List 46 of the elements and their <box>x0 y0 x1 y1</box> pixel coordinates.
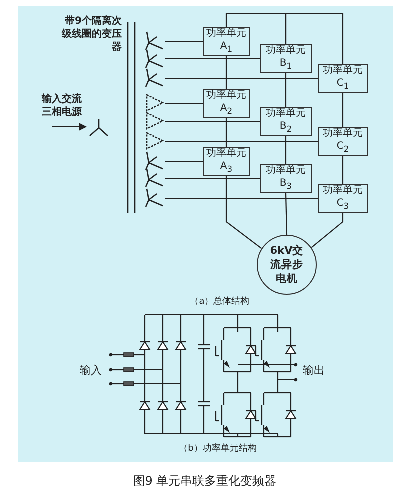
star-winding-symbol <box>145 49 164 69</box>
connector-line <box>285 136 287 164</box>
figure-caption: 图9 单元串联多重化变频器 <box>132 475 278 488</box>
power-unit-box: 功率单元 B$_{2}$ <box>260 107 312 136</box>
connector-line <box>226 56 228 89</box>
figure-subcaption: （b）功率单元结构 <box>178 443 258 456</box>
connector-line <box>342 93 344 127</box>
connector-line <box>165 160 203 162</box>
figure-subcaption: （a）总体结构 <box>189 296 251 309</box>
input-label: 输入 <box>80 364 103 377</box>
delta-winding-symbol <box>146 94 164 112</box>
star-winding-symbol <box>145 168 164 188</box>
connector-line <box>165 178 260 180</box>
connector-line <box>165 198 318 200</box>
connector-line <box>165 40 203 42</box>
connector-line <box>165 58 260 60</box>
power-unit-box: 功率单元 A$_{3}$ <box>203 147 250 176</box>
delta-winding-symbol <box>146 112 164 130</box>
arrow <box>52 123 87 131</box>
input-source-label: 输入交流三相电源 <box>42 93 83 119</box>
delta-winding-symbol <box>146 132 164 150</box>
power-unit-box: 功率单元 C$_{2}$ <box>318 127 368 156</box>
connector-line <box>165 120 260 122</box>
connector-line <box>285 192 288 236</box>
star-winding-symbol <box>145 151 164 171</box>
power-unit-box: 功率单元 B$_{3}$ <box>260 164 312 193</box>
connector-line <box>226 176 262 250</box>
power-unit-box: 功率单元 A$_{2}$ <box>203 89 250 118</box>
connector-line <box>311 213 344 248</box>
power-unit-box: 功率单元 B$_{1}$ <box>260 44 312 73</box>
connector-line <box>285 73 287 107</box>
power-unit-box: 功率单元 A$_{1}$ <box>203 27 250 56</box>
connector-line <box>165 78 318 80</box>
star-winding-symbol <box>89 118 109 137</box>
connector-line <box>165 140 318 142</box>
star-winding-symbol <box>145 68 164 88</box>
transformer-label: 带9个隔离次级线圈的变压器 <box>60 15 122 54</box>
connector-line <box>342 156 344 184</box>
power-unit-box: 功率单元 C$_{3}$ <box>318 184 368 213</box>
power-unit-box: 功率单元 C$_{1}$ <box>318 64 368 93</box>
output-label: 输出 <box>303 364 326 377</box>
connector-line <box>285 13 344 64</box>
star-winding-symbol <box>145 31 164 51</box>
connector-line <box>226 118 228 147</box>
connector-line <box>165 102 203 104</box>
star-winding-symbol <box>145 188 164 208</box>
